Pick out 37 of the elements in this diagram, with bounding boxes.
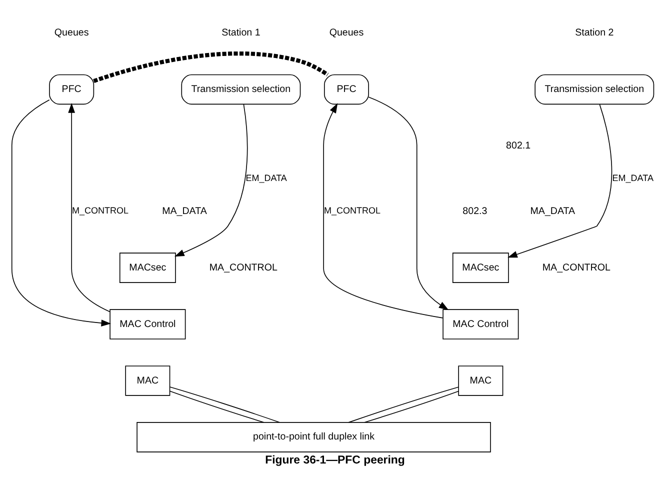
label: Queues	[329, 27, 364, 38]
connector	[170, 386, 280, 422]
arrow	[508, 104, 612, 258]
label: MA_CONTROL	[542, 262, 610, 273]
arrow	[368, 96, 449, 310]
connector	[93, 51, 329, 82]
node-box: MAC	[125, 365, 170, 396]
edge-label: M_CONTROL	[324, 205, 380, 216]
edge-label: EM_DATA	[612, 172, 654, 182]
node-box: MAC	[458, 365, 504, 396]
edge-label: EM_DATA	[246, 172, 287, 182]
arrow	[174, 104, 248, 256]
node-box: PFC	[324, 74, 369, 104]
label: MA_DATA	[162, 205, 207, 216]
node-box: PFC	[49, 74, 94, 104]
arrow	[323, 102, 444, 318]
arrow	[11, 98, 112, 326]
node-box: Transmission selection	[181, 74, 301, 104]
node-box: MACsec	[119, 252, 176, 282]
arrow	[68, 102, 110, 312]
node-box: MACsec	[452, 252, 509, 282]
edge-label: M_CONTROL	[72, 205, 128, 216]
connector	[364, 390, 459, 422]
node-box: point-to-point full duplex link	[136, 422, 491, 452]
label: 802.3	[462, 205, 488, 216]
label: MA_CONTROL	[209, 262, 278, 273]
node-box: MAC Control	[110, 308, 186, 339]
label: Station 1	[222, 27, 260, 38]
label: MA_DATA	[530, 205, 576, 216]
connector	[170, 390, 264, 422]
label: 802.1	[506, 140, 531, 151]
label: Queues	[54, 27, 89, 38]
connector	[348, 386, 459, 422]
node-box: Transmission selection	[534, 74, 654, 104]
label: Station 2	[575, 27, 614, 38]
node-box: MAC Control	[442, 308, 519, 339]
caption: Figure 36-1—PFC peering	[265, 454, 405, 466]
